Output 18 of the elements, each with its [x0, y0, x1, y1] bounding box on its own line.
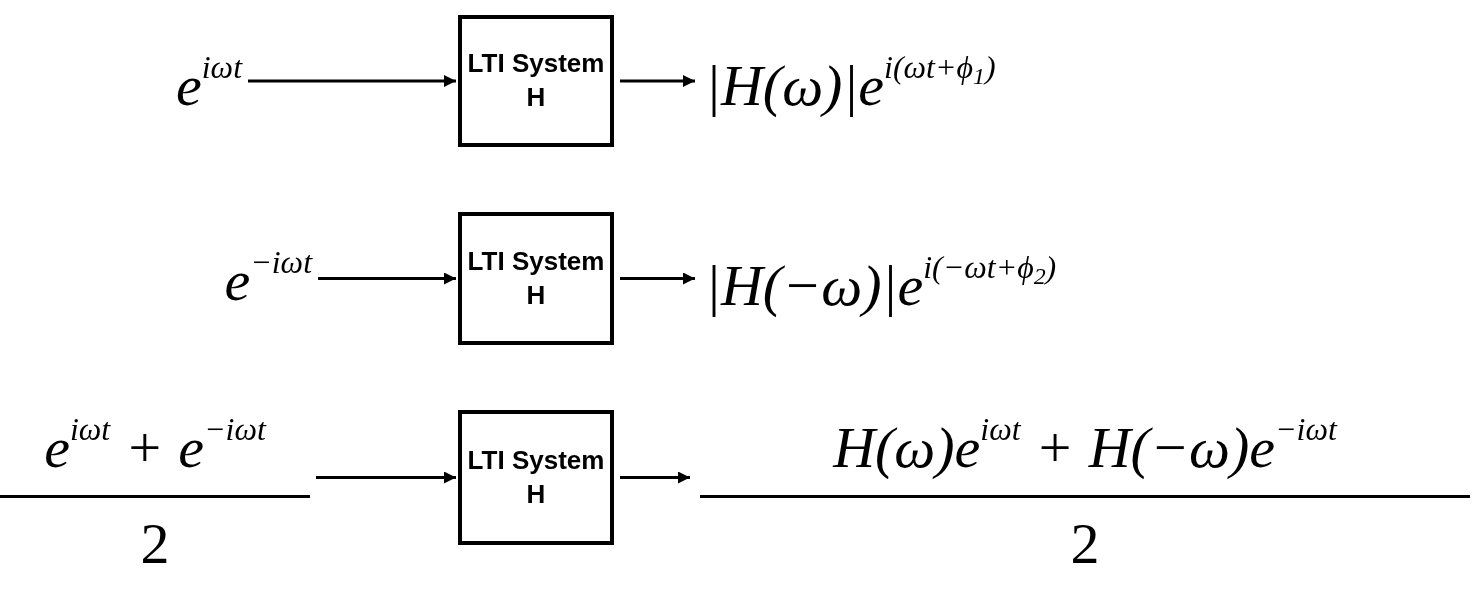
arrow	[620, 272, 695, 285]
box-label: LTI System H	[466, 443, 606, 511]
arrow	[318, 272, 456, 285]
arrow	[620, 75, 695, 87]
denominator: 2	[1070, 510, 1100, 578]
signal-expression: e$^{−iωt}$	[224, 245, 312, 315]
arrow	[248, 75, 456, 87]
system-box	[458, 410, 614, 545]
box-label: LTI System H	[466, 47, 606, 114]
system-box	[458, 212, 614, 345]
numerator: H(ω)e$^{iωt}$ + H(−ω)e$^{−iωt}$	[833, 411, 1337, 482]
arrow	[316, 471, 456, 484]
numerator: e$^{iωt}$ + e$^{−iωt}$	[44, 411, 266, 482]
denominator: 2	[140, 510, 170, 578]
box-label: LTI System H	[466, 244, 606, 312]
arrow	[620, 471, 690, 484]
system-box	[458, 15, 614, 147]
signal-expression: e$^{iωt}$	[176, 50, 242, 120]
